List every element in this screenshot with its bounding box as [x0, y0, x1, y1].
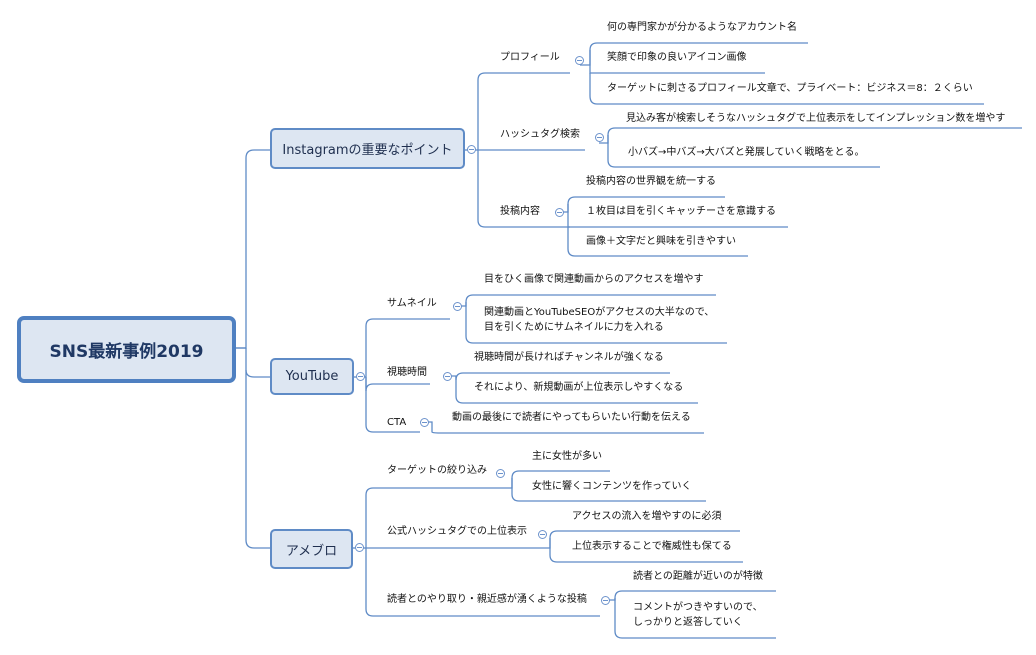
- topic-official-hashtag[interactable]: 公式ハッシュタグでの上位表示: [387, 526, 527, 537]
- topic-watch-time[interactable]: 視聴時間: [387, 367, 427, 378]
- topic-profile[interactable]: プロフィール: [500, 52, 560, 63]
- collapse-icon[interactable]: [453, 302, 462, 311]
- leaf-item[interactable]: ターゲットに刺さるプロフィール文章で、プライベート：ビジネス＝8：２くらい: [607, 83, 973, 94]
- leaf-item[interactable]: 目をひく画像で関連動画からのアクセスを増やす: [484, 274, 704, 285]
- leaf-item[interactable]: 視聴時間が長ければチャンネルが強くなる: [474, 352, 664, 363]
- leaf-item[interactable]: 何の専門家かが分かるようなアカウント名: [607, 22, 797, 33]
- collapse-icon[interactable]: [443, 372, 452, 381]
- leaf-item[interactable]: 投稿内容の世界観を統一する: [586, 176, 716, 187]
- root-node[interactable]: SNS最新事例2019: [17, 316, 236, 383]
- branch-youtube[interactable]: YouTube: [270, 358, 354, 395]
- leaf-item[interactable]: 女性に響くコンテンツを作っていく: [532, 481, 692, 492]
- leaf-item[interactable]: 動画の最後にで読者にやってもらいたい行動を伝える: [452, 412, 691, 423]
- collapse-icon[interactable]: [420, 418, 429, 427]
- leaf-item[interactable]: コメントがつきやすいので、: [633, 602, 763, 613]
- topic-cta[interactable]: CTA: [387, 417, 407, 428]
- collapse-icon[interactable]: [555, 208, 564, 217]
- leaf-item[interactable]: しっかりと返答していく: [633, 617, 743, 628]
- leaf-item[interactable]: 主に女性が多い: [532, 451, 602, 462]
- root-label: SNS最新事例2019: [49, 342, 204, 362]
- branch-label: Instagramの重要なポイント: [282, 143, 453, 158]
- collapse-icon[interactable]: [601, 596, 610, 605]
- leaf-item[interactable]: １枚目は目を引くキャッチーさを意識する: [586, 206, 776, 217]
- collapse-icon[interactable]: [575, 56, 584, 65]
- leaf-item[interactable]: 笑顔で印象の良いアイコン画像: [607, 52, 747, 63]
- leaf-item[interactable]: それにより、新規動画が上位表示しやすくなる: [474, 382, 684, 393]
- topic-target-narrowing[interactable]: ターゲットの絞り込み: [387, 465, 487, 476]
- topic-hashtag-search[interactable]: ハッシュタグ検索: [500, 129, 580, 140]
- leaf-item[interactable]: アクセスの流入を増やすのに必須: [572, 511, 722, 522]
- leaf-item[interactable]: 見込み客が検索しそうなハッシュタグで上位表示をしてインプレッション数を増やす: [626, 113, 1006, 124]
- branch-label: YouTube: [285, 369, 339, 384]
- topic-thumbnail[interactable]: サムネイル: [387, 298, 437, 309]
- branch-ameblo[interactable]: アメブロ: [270, 529, 353, 569]
- collapse-icon[interactable]: [356, 372, 365, 381]
- branch-label: アメブロ: [285, 543, 338, 559]
- branch-instagram[interactable]: Instagramの重要なポイント: [270, 128, 465, 169]
- leaf-item[interactable]: 上位表示することで権威性も保てる: [572, 541, 732, 552]
- collapse-icon[interactable]: [467, 145, 476, 154]
- leaf-item[interactable]: 画像＋文字だと興味を引きやすい: [586, 236, 736, 247]
- leaf-item[interactable]: 目を引くためにサムネイルに力を入れる: [484, 322, 664, 333]
- collapse-icon[interactable]: [538, 530, 547, 539]
- leaf-item[interactable]: 関連動画とYouTubeSEOがアクセスの大半なので、: [484, 307, 715, 318]
- leaf-item[interactable]: 小バズ→中バズ→大バズと発展していく戦略をとる。: [628, 147, 865, 158]
- topic-reader-interaction[interactable]: 読者とのやり取り・親近感が湧くような投稿: [387, 594, 587, 605]
- collapse-icon[interactable]: [355, 543, 364, 552]
- collapse-icon[interactable]: [595, 133, 604, 142]
- leaf-item[interactable]: 読者との距離が近いのが特徴: [633, 571, 763, 582]
- collapse-icon[interactable]: [496, 469, 505, 478]
- topic-post-content[interactable]: 投稿内容: [500, 206, 540, 217]
